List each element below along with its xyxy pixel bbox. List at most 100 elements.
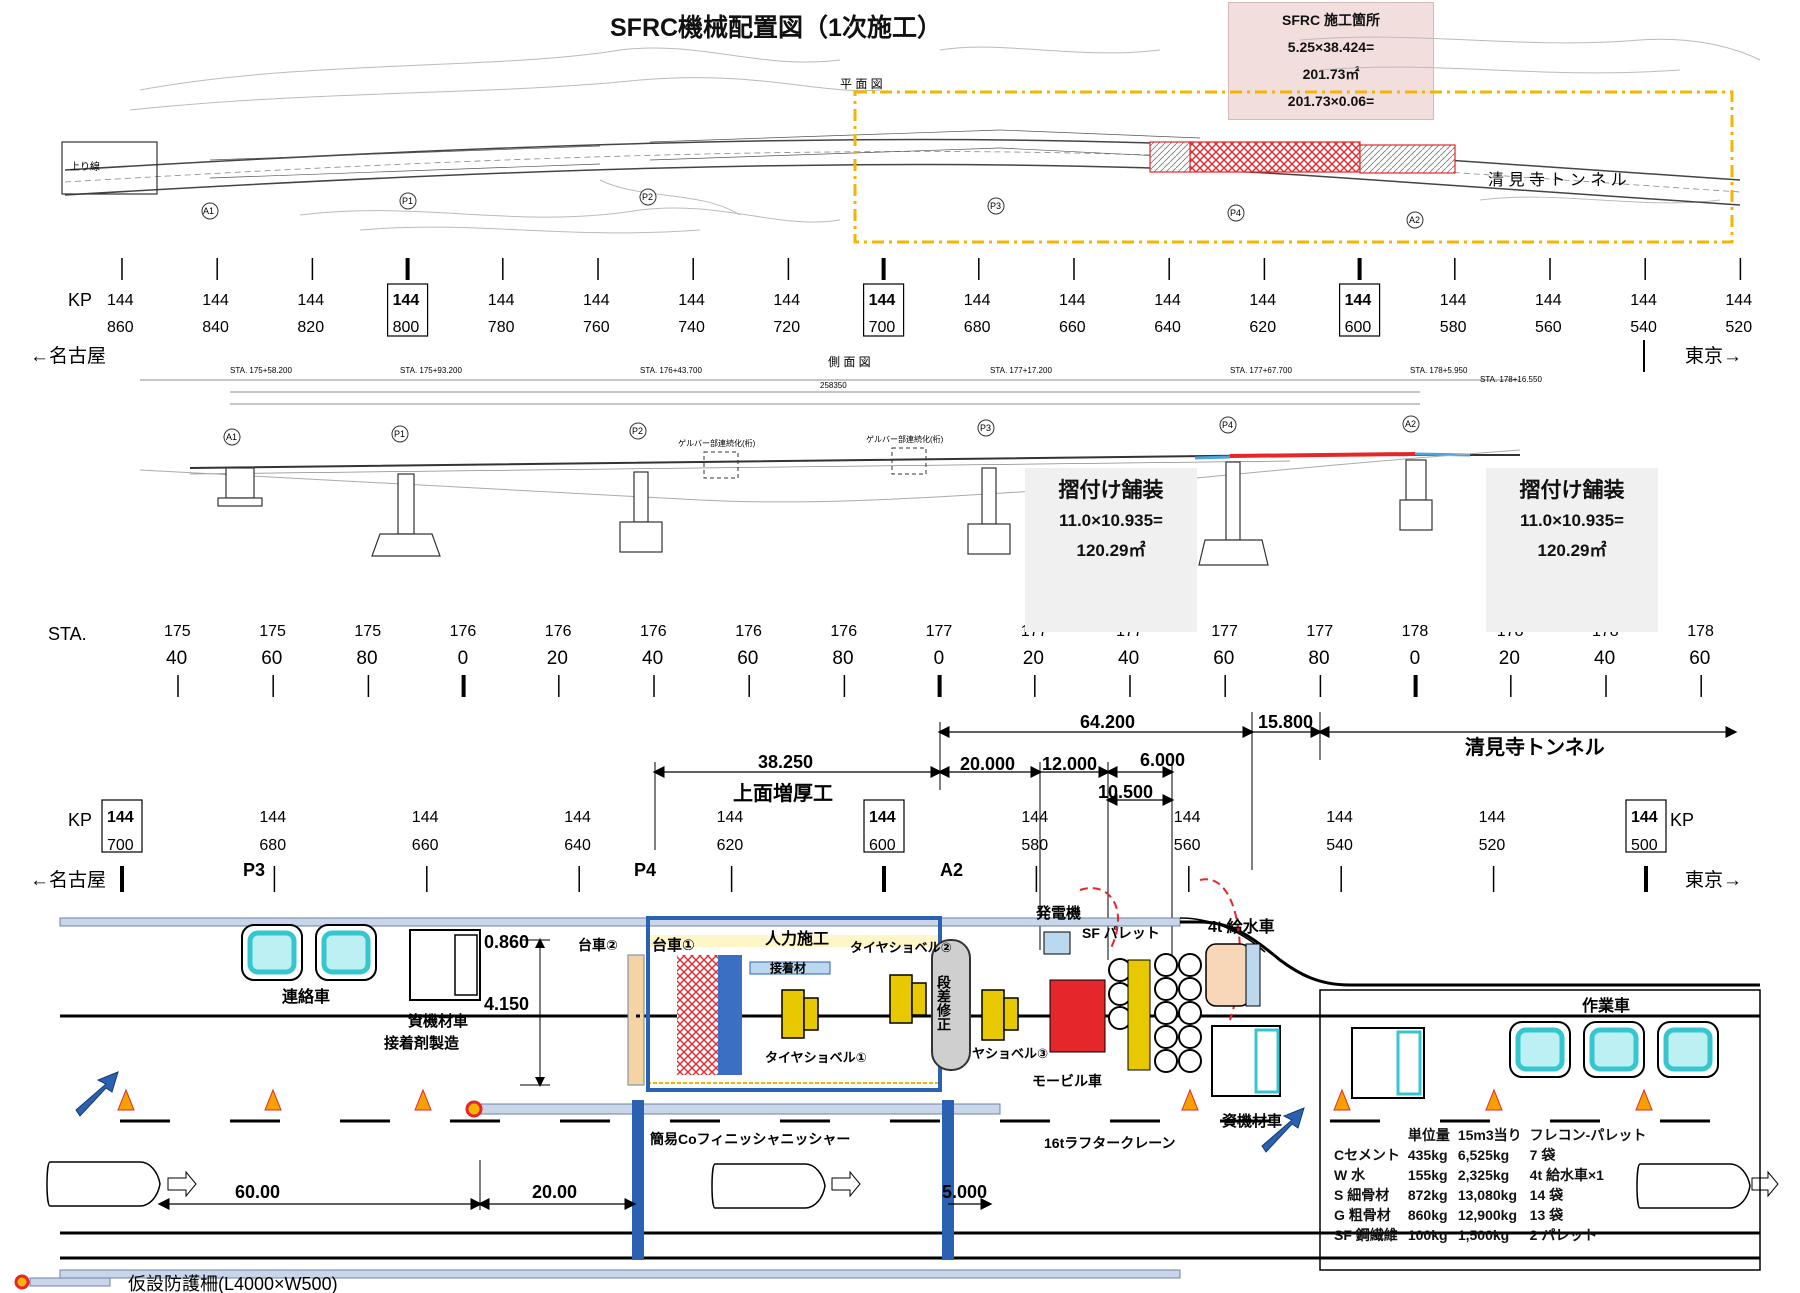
mix-cell: 2,325kg <box>1457 1167 1510 1183</box>
mix-cell: 872kg <box>1407 1187 1448 1203</box>
water-truck <box>1205 943 1251 1007</box>
material-truck-label: 資機材車 <box>408 1012 468 1030</box>
sta-bottom-15: 40 <box>1594 648 1615 669</box>
sta-top-5: 176 <box>640 623 667 640</box>
mix-cell: 1,500kg <box>1457 1227 1510 1243</box>
sta-bottom-7: 80 <box>832 648 853 669</box>
mix-cell: 2 パレット <box>1529 1227 1598 1243</box>
dim-38250: 38.250 <box>758 752 813 772</box>
kp-top-prefix-5: 144 <box>583 292 610 309</box>
plan-view: 上り線 平 面 図 清 見 寺 ト ン ネ ル A1 P1 P2 P3 P4 <box>61 36 1761 244</box>
kp-bottom-value-0: 700 <box>107 837 134 854</box>
mix-cell: W 水 <box>1334 1167 1366 1183</box>
sta-bottom-14: 20 <box>1499 648 1520 669</box>
kp-bottom-prefix-1: 144 <box>259 809 286 826</box>
plan-pier-P3: P3 <box>990 201 1001 211</box>
mix-header-0 <box>1330 1125 1404 1145</box>
paving-right-heading: 摺付け舗装 <box>1519 479 1625 502</box>
dim-64200: 64.200 <box>1080 712 1135 732</box>
kp-top-value-7: 720 <box>773 319 800 336</box>
mix-cell: Cセメント <box>1334 1147 1400 1163</box>
kp-bottom-label-left: KP <box>68 810 92 830</box>
kp-bottom-prefix-9: 144 <box>1479 809 1506 826</box>
sta-top-4: 176 <box>545 623 572 640</box>
tire-shovel-2-label: タイヤショベル② <box>850 940 952 955</box>
paving-left-heading: 摺付け舗装 <box>1058 479 1164 502</box>
sta-top-12: 177 <box>1306 623 1333 640</box>
side-view-label: 側 面 図 <box>828 355 871 369</box>
kp-bottom-value-3: 640 <box>564 837 591 854</box>
kp-bottom-value-1: 680 <box>259 837 286 854</box>
tire-shovels <box>781 974 1019 1041</box>
plan-pier-P4: P4 <box>1230 208 1241 218</box>
kp-bottom-row: KP KP ←名古屋 東京→ 1447001446801446601446401… <box>30 799 1742 892</box>
kp-bottom-box-700 <box>101 799 143 853</box>
sta-ticks: 1754017560175801760176201764017660176801… <box>164 623 1714 697</box>
kp-top-prefix-14: 144 <box>1440 292 1467 309</box>
dim-5000: 5.000 <box>942 1182 987 1202</box>
sta-top-3: 176 <box>450 623 477 640</box>
kp-bottom-value-10: 500 <box>1631 837 1658 854</box>
cart-1-bar <box>718 955 742 1075</box>
liaison-vehicle-label: 連絡車 <box>282 987 330 1006</box>
side-pier-P1: P1 <box>394 429 405 439</box>
pier-column-P4 <box>632 1100 644 1260</box>
kp-top-prefix-15: 144 <box>1535 292 1562 309</box>
kp-top-prefix-0: 144 <box>107 292 134 309</box>
mix-header-1: 単位量 <box>1407 1127 1450 1143</box>
sta-bottom-13: 0 <box>1410 648 1421 669</box>
sfrc-heading: SFRC 施工箇所 <box>1282 12 1380 28</box>
step-correction-machine <box>931 939 971 1071</box>
sta-bottom-5: 40 <box>642 648 663 669</box>
tire-shovel-3-label: ヤショベル③ <box>972 1046 1048 1061</box>
sta-bottom-2: 80 <box>356 648 377 669</box>
sta-top-8: 177 <box>926 623 953 640</box>
kp-top-value-6: 740 <box>678 319 705 336</box>
paving-line-side-left <box>1194 455 1231 460</box>
kp-bottom-prefix-7: 144 <box>1174 809 1201 826</box>
kp-bottom-prefix-6: 144 <box>1021 809 1048 826</box>
kp-bottom-value-5: 600 <box>869 837 896 854</box>
kp-top-value-17: 520 <box>1725 319 1752 336</box>
sfrc-area-box: SFRC 施工箇所 5.25×38.424= 201.73㎡ 201.73×0.… <box>1228 2 1434 120</box>
kp-bottom-prefix-8: 144 <box>1326 809 1353 826</box>
sfrc-line1: 5.25×38.424= <box>1287 39 1375 55</box>
sta-bottom-16: 60 <box>1689 648 1710 669</box>
paving-right-line1: 11.0×10.935= <box>1519 511 1624 530</box>
kp-top-row: KP ←名古屋 東京→ 1448601448401448201448001447… <box>30 258 1752 372</box>
kp-top-prefix-9: 144 <box>964 292 991 309</box>
paving-box-right: 摺付け舗装 11.0×10.935= 120.29㎡ <box>1486 468 1658 632</box>
kp-bottom-box-600 <box>863 799 905 853</box>
paving-left-line2: 120.29㎡ <box>1076 541 1146 560</box>
kp-bottom-value-7: 560 <box>1174 837 1201 854</box>
plan-view-label: 平 面 図 <box>840 77 883 91</box>
kp-top-value-13: 600 <box>1345 319 1372 336</box>
kp-top-prefix-8: 144 <box>869 292 896 309</box>
sta-bottom-11: 60 <box>1213 648 1234 669</box>
kp-top-label: KP <box>68 290 92 310</box>
mix-cell: S 細骨材 <box>1334 1187 1390 1203</box>
kp-bottom-prefix-10: 144 <box>1631 809 1658 826</box>
side-sta-6: STA. 178+16.550 <box>1480 375 1542 384</box>
cart-2-label: 台車② <box>578 937 618 953</box>
sta-bottom-12: 80 <box>1308 648 1329 669</box>
paving-box-left: 摺付け舗装 11.0×10.935= 120.29㎡ <box>1025 468 1197 632</box>
paving-left-line1: 11.0×10.935= <box>1058 511 1163 530</box>
side-sta-3: STA. 177+17.200 <box>990 366 1052 375</box>
sta-bottom-3: 0 <box>458 648 469 669</box>
liaison-vehicles <box>241 924 377 981</box>
tire-shovel-1-label: タイヤショベル① <box>765 1050 867 1065</box>
kp-bottom-value-6: 580 <box>1021 837 1048 854</box>
gerber-label-2: ゲルバー部連続化(桁) <box>866 434 944 444</box>
side-piers <box>217 459 1433 566</box>
kp-bottom-value-4: 620 <box>717 837 744 854</box>
kp-bottom-prefix-2: 144 <box>412 809 439 826</box>
gerber-label-1: ゲルバー部連続化(桁) <box>678 438 756 448</box>
paving-right-line2: 120.29㎡ <box>1537 541 1607 560</box>
sta-top-0: 175 <box>164 623 191 640</box>
kp-top-value-10: 660 <box>1059 319 1086 336</box>
dim-60: 60.00 <box>235 1182 280 1202</box>
